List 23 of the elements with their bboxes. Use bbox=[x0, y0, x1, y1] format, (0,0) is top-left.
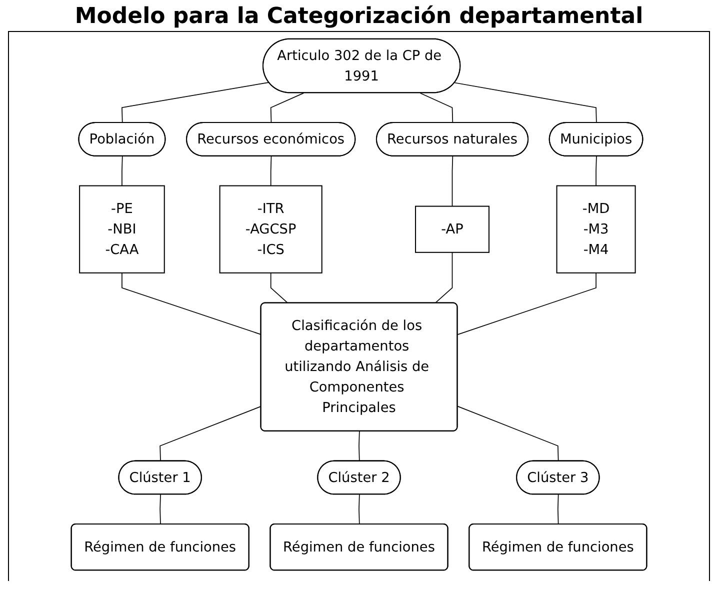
connector bbox=[358, 430, 360, 462]
diagram-title: Modelo para la Categorización departamental bbox=[74, 4, 644, 29]
connector bbox=[457, 272, 596, 335]
connector bbox=[270, 92, 304, 124]
connector bbox=[270, 156, 272, 186]
connector bbox=[122, 156, 123, 186]
node-box: -MD -M3 -M4 bbox=[556, 185, 636, 274]
connector bbox=[160, 406, 262, 462]
connector bbox=[160, 494, 161, 525]
connector bbox=[454, 82, 597, 124]
node-box: -ITR -AGCSP -ICS bbox=[219, 185, 322, 274]
node-box: -AP bbox=[415, 206, 490, 253]
connector bbox=[270, 272, 288, 304]
connector bbox=[122, 82, 270, 124]
connector bbox=[596, 156, 597, 186]
connector bbox=[420, 92, 454, 124]
connector bbox=[457, 406, 559, 462]
connector bbox=[452, 156, 454, 207]
connector bbox=[358, 494, 360, 525]
node-box: -PE -NBI -CAA bbox=[79, 185, 165, 274]
connector bbox=[557, 494, 559, 525]
connector bbox=[122, 272, 262, 335]
connector bbox=[434, 252, 453, 304]
